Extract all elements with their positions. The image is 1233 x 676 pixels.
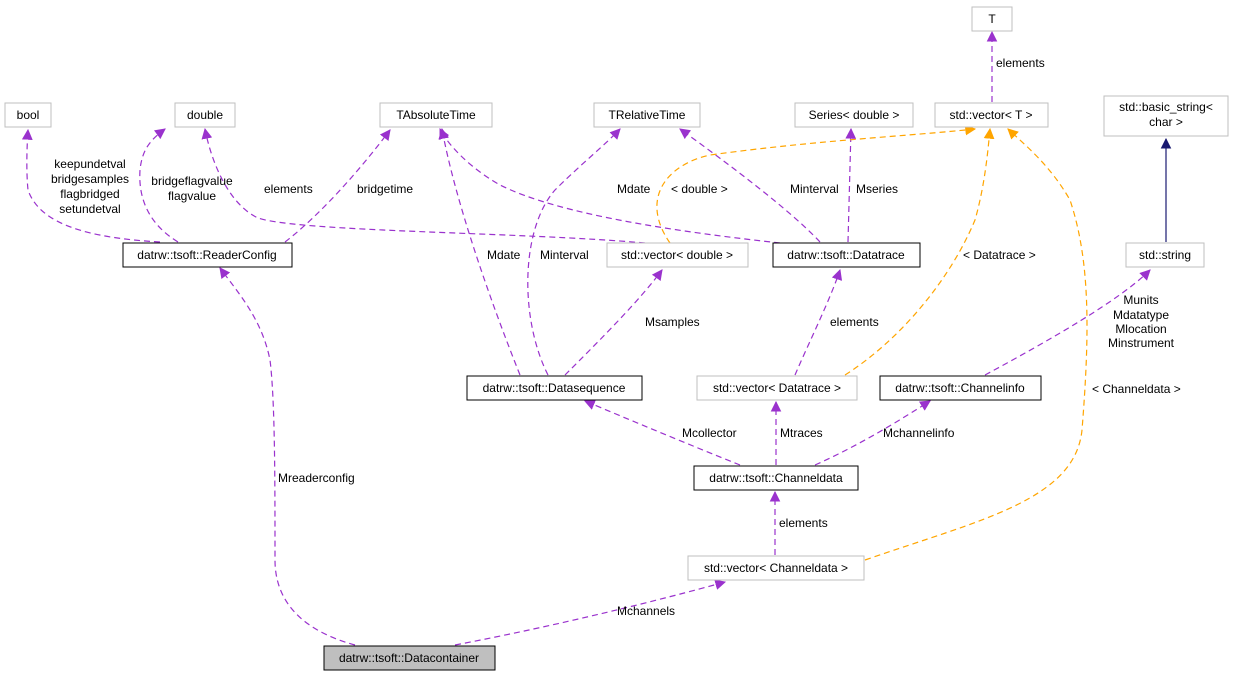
- edge-datasequence-trelativetime: [527, 128, 621, 376]
- edge-datatrace-series: [845, 127, 857, 243]
- label-bool-member-1: keepundetval: [54, 157, 125, 171]
- edge-vectordouble-double: [201, 127, 646, 244]
- edge-datasequence-tabsolutetime: [438, 127, 521, 376]
- label-bridgetime: bridgetime: [357, 182, 413, 196]
- edge-datatrace-tabsolutetime: [439, 128, 781, 244]
- label-mdate-trace: Mdate: [617, 182, 651, 196]
- label-double-member-1: bridgeflagvalue: [151, 174, 233, 188]
- label-mcollector: Mcollector: [682, 426, 737, 440]
- label-channeldata-template: < Channeldata >: [1092, 382, 1181, 396]
- edge-vectordatatrace-vectort: [844, 127, 995, 376]
- edge-channeldata-datasequence: [584, 399, 741, 466]
- node-tabsolutetime[interactable]: TAbsoluteTime: [379, 102, 493, 128]
- svg-text:std::basic_string<: std::basic_string<: [1119, 100, 1213, 114]
- svg-text:std::vector< T >: std::vector< T >: [950, 108, 1033, 122]
- label-elements-double: elements: [264, 182, 313, 196]
- node-datatrace[interactable]: datrw::tsoft::Datatrace: [772, 242, 921, 268]
- label-elements-channeldata: elements: [779, 516, 828, 530]
- label-string-member-3: Mlocation: [1115, 322, 1166, 336]
- svg-text:std::vector< double >: std::vector< double >: [621, 248, 733, 262]
- svg-text:datrw::tsoft::ReaderConfig: datrw::tsoft::ReaderConfig: [137, 248, 276, 262]
- node-channeldata[interactable]: datrw::tsoft::Channeldata: [693, 465, 859, 491]
- edge-readerconfig-double: [139, 128, 179, 243]
- node-std-string[interactable]: std::string: [1125, 242, 1205, 268]
- edge-vectordatatrace-datatrace: [794, 268, 843, 376]
- node-std-vector-t[interactable]: std::vector< T >: [934, 102, 1049, 128]
- label-mchannels: Mchannels: [617, 604, 675, 618]
- label-mseries: Mseries: [856, 182, 898, 196]
- label-string-member-4: Minstrument: [1108, 336, 1175, 350]
- node-std-vector-channeldata[interactable]: std::vector< Channeldata >: [687, 555, 865, 581]
- edge-datacontainer-readerconfig: [219, 267, 356, 646]
- node-t[interactable]: T: [971, 6, 1013, 32]
- label-msamples: Msamples: [645, 315, 700, 329]
- node-double[interactable]: double: [174, 102, 236, 128]
- svg-text:double: double: [187, 108, 223, 122]
- svg-text:TRelativeTime: TRelativeTime: [609, 108, 686, 122]
- label-string-member-2: Mdatatype: [1113, 308, 1169, 322]
- node-std-vector-double[interactable]: std::vector< double >: [606, 242, 749, 268]
- svg-text:char >: char >: [1149, 115, 1183, 129]
- node-bool[interactable]: bool: [4, 102, 52, 128]
- svg-text:std::vector< Channeldata >: std::vector< Channeldata >: [704, 561, 848, 575]
- edge-vectorchanneldata-vectort: [864, 128, 1088, 561]
- edge-channeldata-channelinfo: [814, 400, 931, 466]
- svg-text:T: T: [988, 12, 996, 26]
- svg-text:datrw::tsoft::Datacontainer: datrw::tsoft::Datacontainer: [339, 651, 479, 665]
- label-bool-member-2: bridgesamples: [51, 172, 129, 186]
- label-double-template: < double >: [671, 182, 728, 196]
- label-double-member-2: flagvalue: [168, 189, 216, 203]
- label-bool-member-3: flagbridged: [60, 187, 119, 201]
- label-minterval-sequence: Minterval: [540, 248, 589, 262]
- node-datasequence[interactable]: datrw::tsoft::Datasequence: [466, 375, 643, 401]
- edge-readerconfig-tabsolutetime: [284, 129, 391, 243]
- svg-text:datrw::tsoft::Datasequence: datrw::tsoft::Datasequence: [483, 381, 626, 395]
- label-bool-member-4: setundetval: [59, 202, 120, 216]
- svg-text:TAbsoluteTime: TAbsoluteTime: [396, 108, 476, 122]
- node-std-vector-datatrace[interactable]: std::vector< Datatrace >: [696, 375, 858, 401]
- label-mdate-sequence: Mdate: [487, 248, 521, 262]
- label-elements-t: elements: [996, 56, 1045, 70]
- node-series-double[interactable]: Series< double >: [794, 102, 914, 128]
- svg-text:bool: bool: [17, 108, 40, 122]
- label-datatrace-template: < Datatrace >: [963, 248, 1036, 262]
- svg-text:std::vector< Datatrace >: std::vector< Datatrace >: [713, 381, 841, 395]
- edge-datatrace-trelativetime: [679, 128, 821, 243]
- node-trelativetime[interactable]: TRelativeTime: [593, 102, 701, 128]
- svg-text:Series< double >: Series< double >: [809, 108, 900, 122]
- node-channelinfo[interactable]: datrw::tsoft::Channelinfo: [879, 375, 1042, 401]
- svg-text:std::string: std::string: [1139, 248, 1191, 262]
- node-readerconfig[interactable]: datrw::tsoft::ReaderConfig: [122, 242, 293, 268]
- label-mchannelinfo: Mchannelinfo: [883, 426, 955, 440]
- node-std-basic-string[interactable]: std::basic_string< char >: [1103, 95, 1229, 137]
- label-string-member-1: Munits: [1123, 293, 1158, 307]
- label-elements-datatrace: elements: [830, 315, 879, 329]
- svg-text:datrw::tsoft::Channeldata: datrw::tsoft::Channeldata: [709, 471, 843, 485]
- label-mtraces: Mtraces: [780, 426, 823, 440]
- svg-text:datrw::tsoft::Channelinfo: datrw::tsoft::Channelinfo: [895, 381, 1025, 395]
- svg-text:datrw::tsoft::Datatrace: datrw::tsoft::Datatrace: [787, 248, 905, 262]
- label-minterval-trace: Minterval: [790, 182, 839, 196]
- label-mreaderconfig: Mreaderconfig: [278, 471, 355, 485]
- node-datacontainer[interactable]: datrw::tsoft::Datacontainer: [323, 645, 496, 671]
- edge-datacontainer-vectorchanneldata: [454, 579, 727, 646]
